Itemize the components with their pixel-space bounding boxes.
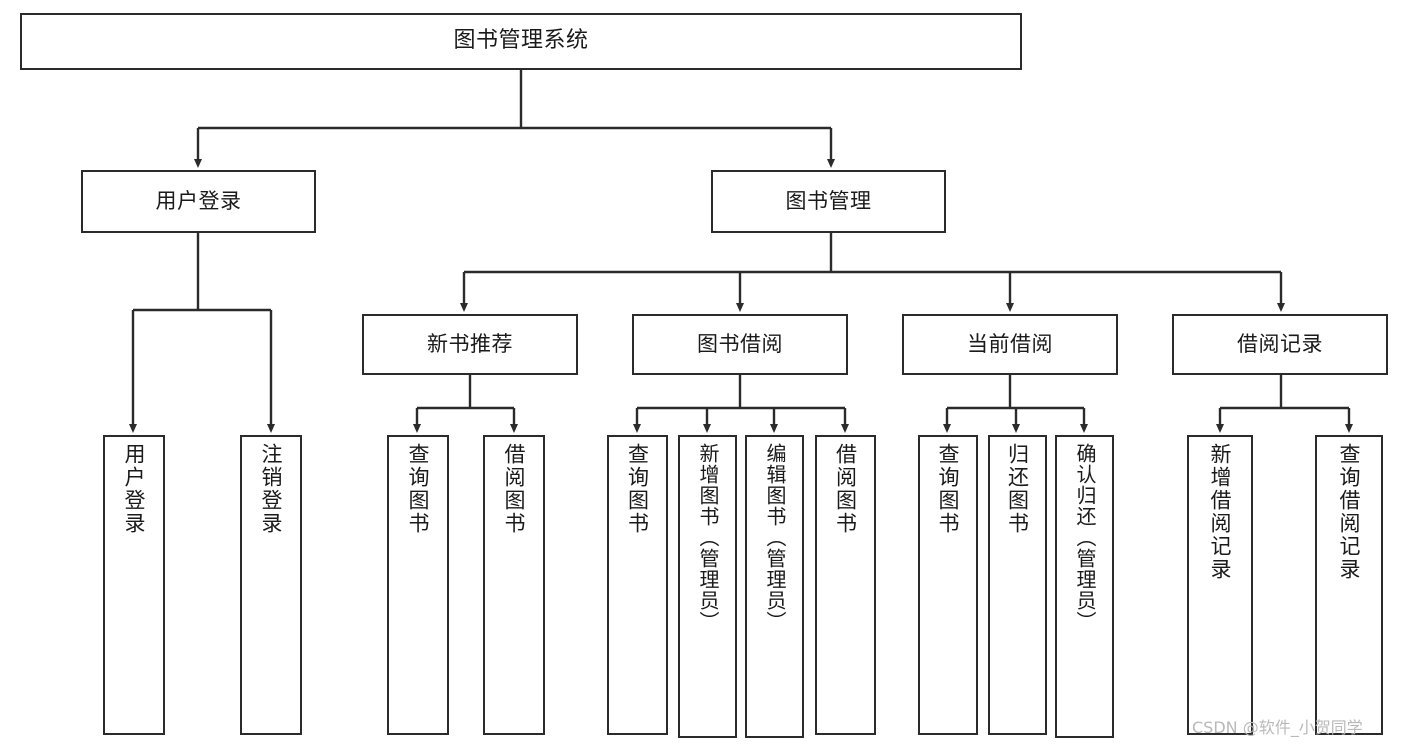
node-leaf-return-book[interactable]: 归还图书 — [988, 435, 1047, 735]
node-leaf-add-borrow-record[interactable]: 新增借阅记录 — [1187, 435, 1253, 735]
node-label: 归还图书 — [1005, 443, 1030, 535]
node-leaf-query-borrow-record[interactable]: 查询借阅记录 — [1315, 435, 1383, 735]
node-leaf-query-book-recommend[interactable]: 查询图书 — [387, 435, 449, 735]
node-leaf-confirm-return-admin[interactable]: 确认归还（管理员） — [1055, 435, 1114, 738]
node-leaf-query-book-borrow[interactable]: 查询图书 — [607, 435, 668, 735]
node-label: 新增借阅记录 — [1208, 443, 1233, 581]
node-label: 查询图书 — [406, 443, 431, 535]
node-label: 图书借阅 — [697, 331, 783, 356]
node-label: 新增图书（管理员） — [696, 443, 720, 632]
node-new-book-recommend[interactable]: 新书推荐 — [362, 314, 578, 375]
node-leaf-borrow-book-recommend[interactable]: 借阅图书 — [483, 435, 545, 735]
node-book-management[interactable]: 图书管理 — [711, 170, 946, 233]
node-label: 用户登录 — [122, 443, 147, 535]
node-label: 图书管理系统 — [453, 28, 589, 54]
node-leaf-borrow-book[interactable]: 借阅图书 — [815, 435, 876, 735]
node-label: 注销登录 — [259, 443, 284, 535]
node-leaf-user-login[interactable]: 用户登录 — [103, 435, 165, 735]
csdn-watermark: CSDN @软件_小贺同学 — [1192, 718, 1363, 737]
node-label: 当前借阅 — [967, 331, 1053, 356]
node-leaf-logout[interactable]: 注销登录 — [240, 435, 302, 735]
node-label: 借阅记录 — [1237, 331, 1323, 356]
node-label: 借阅图书 — [833, 443, 858, 535]
node-label: 查询图书 — [936, 443, 961, 535]
node-leaf-add-book-admin[interactable]: 新增图书（管理员） — [678, 435, 737, 738]
node-label: 图书管理 — [785, 188, 872, 213]
node-borrow-record[interactable]: 借阅记录 — [1172, 314, 1388, 375]
node-label: 用户登录 — [155, 188, 242, 213]
node-label: 新书推荐 — [427, 331, 513, 356]
node-book-borrow[interactable]: 图书借阅 — [632, 314, 848, 375]
node-user-login[interactable]: 用户登录 — [81, 170, 316, 233]
node-leaf-query-book-current[interactable]: 查询图书 — [918, 435, 978, 735]
node-label: 借阅图书 — [502, 443, 527, 535]
node-label: 查询图书 — [625, 443, 650, 535]
node-root-system[interactable]: 图书管理系统 — [20, 13, 1022, 70]
node-current-borrow[interactable]: 当前借阅 — [902, 314, 1118, 375]
node-label: 编辑图书（管理员） — [763, 443, 787, 632]
node-label: 确认归还（管理员） — [1073, 443, 1097, 632]
node-leaf-edit-book-admin[interactable]: 编辑图书（管理员） — [745, 435, 804, 738]
node-label: 查询借阅记录 — [1337, 443, 1362, 581]
